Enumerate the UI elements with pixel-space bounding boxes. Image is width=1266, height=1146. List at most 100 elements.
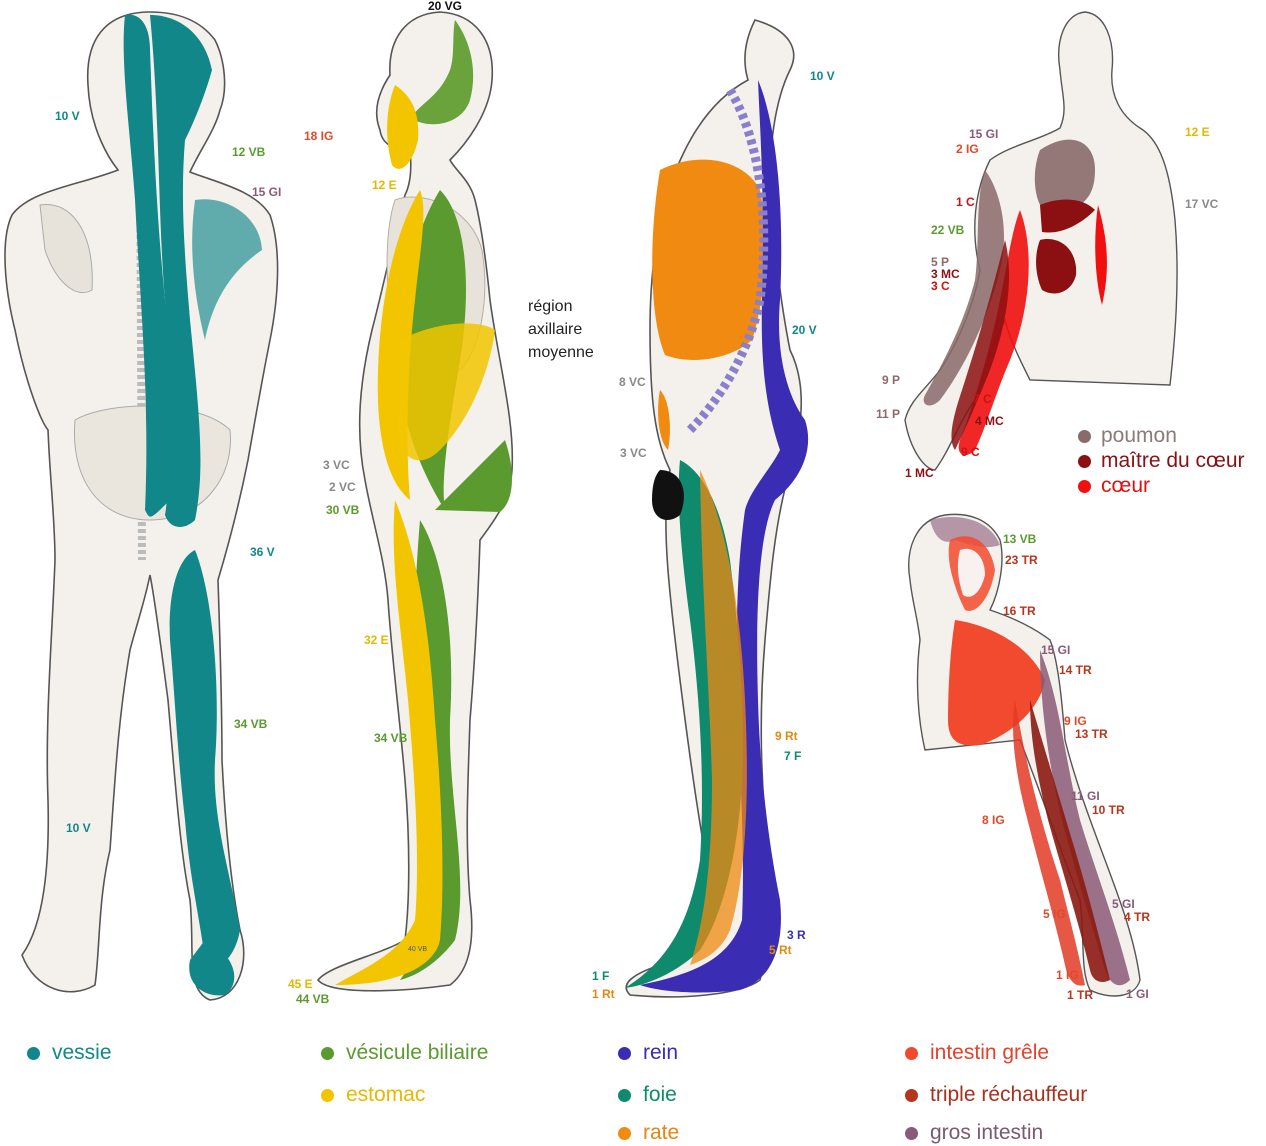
point-label: 1 C bbox=[956, 195, 975, 209]
legend-label: triple réchauffeur bbox=[930, 1083, 1088, 1106]
point-label: 5 Rt bbox=[769, 943, 792, 957]
vb-shoulder-band bbox=[192, 199, 262, 340]
legend-gros-intestin: gros intestin bbox=[905, 1120, 1043, 1146]
point-label: 9 C bbox=[961, 445, 980, 459]
ig-shoulder bbox=[948, 620, 1045, 746]
vessie-meridian-head bbox=[123, 14, 174, 517]
point-label: 5 IG bbox=[1043, 907, 1066, 921]
point-label: 9 IG bbox=[1064, 714, 1087, 728]
region-note: région axillaire moyenne bbox=[528, 295, 594, 364]
point-label: 2 IG bbox=[956, 142, 979, 156]
point-label: 11 P bbox=[876, 407, 901, 421]
estomac-axillary bbox=[398, 323, 495, 461]
foie-swatch bbox=[618, 1088, 631, 1102]
point-label: 13 VB bbox=[1003, 532, 1037, 546]
point-label: 4 MC bbox=[975, 414, 1004, 428]
point-label: 10 TR bbox=[1092, 803, 1125, 817]
small-legend-maitre-du-coeur: maître du cœur bbox=[1078, 449, 1245, 473]
point-label: 1 MC bbox=[905, 466, 934, 480]
point-label: 10 V bbox=[55, 109, 80, 123]
point-label: 12 VB bbox=[232, 145, 266, 159]
point-label: 4 F bbox=[678, 930, 696, 944]
legend-rein: rein bbox=[618, 1040, 678, 1066]
vb-head-loop bbox=[410, 20, 474, 125]
point-label: 34 VB bbox=[234, 717, 268, 731]
rein-meridian bbox=[640, 80, 809, 993]
point-label: 2 VC bbox=[329, 480, 356, 494]
gi-arm bbox=[1040, 650, 1130, 986]
legend-intestin-grele: intestin grêle bbox=[905, 1040, 1049, 1066]
point-label: 23 TR bbox=[1005, 553, 1038, 567]
legend-label: foie bbox=[643, 1083, 677, 1106]
point-label: 17 VC bbox=[1185, 197, 1219, 211]
intestin-grele-swatch bbox=[905, 1046, 918, 1060]
point-label: 18 IG bbox=[304, 129, 334, 143]
point-label: 3 VC bbox=[323, 458, 350, 472]
point-label: 8 IG bbox=[982, 813, 1005, 827]
small-legend-coeur: cœur bbox=[1078, 474, 1150, 498]
point-label: 4 TR bbox=[1124, 910, 1151, 924]
point-label: 9 Rt bbox=[775, 729, 798, 743]
estomac-leg bbox=[335, 500, 443, 985]
legend-rate: rate bbox=[618, 1120, 679, 1146]
vessie-swatch bbox=[27, 1046, 40, 1060]
figure-torso-arm bbox=[904, 11, 1178, 471]
rein-swatch bbox=[618, 1046, 631, 1060]
rate-lower bbox=[658, 390, 670, 450]
point-label: 20 VG bbox=[428, 0, 463, 13]
point-label: 36 V bbox=[250, 545, 275, 559]
point-label: 15 GI bbox=[969, 127, 999, 141]
mc-chest bbox=[1040, 199, 1095, 233]
maitre-du-coeur-swatch bbox=[1078, 454, 1091, 468]
legend-foie: foie bbox=[618, 1082, 677, 1108]
coeur-swatch bbox=[1078, 479, 1091, 493]
point-label: 30 VB bbox=[326, 503, 360, 517]
poumon-shape bbox=[1034, 139, 1095, 215]
legend-label: gros intestin bbox=[930, 1121, 1044, 1144]
rate-swatch bbox=[618, 1126, 631, 1140]
point-label: 45 E bbox=[288, 977, 313, 991]
estomac-swatch bbox=[321, 1088, 334, 1102]
point-label: 1 Rt bbox=[592, 987, 615, 1001]
legend-vesicule-biliaire: vésicule biliaire bbox=[321, 1040, 488, 1066]
point-label: 1 GI bbox=[1126, 987, 1149, 1001]
point-label: 7 C bbox=[973, 392, 992, 406]
rate-torso bbox=[652, 159, 766, 360]
point-label: 34 VB bbox=[374, 731, 408, 745]
point-label: 5 GI bbox=[1112, 897, 1135, 911]
inner-genital bbox=[652, 470, 684, 520]
legend-label: intestin grêle bbox=[930, 1041, 1050, 1064]
ig-arm bbox=[1013, 700, 1085, 986]
point-label: 22 VB bbox=[931, 223, 965, 237]
mc-organ bbox=[1036, 239, 1077, 294]
point-label: 12 E bbox=[1185, 125, 1210, 139]
region-note-line: moyenne bbox=[528, 344, 594, 361]
legend-vessie: vessie bbox=[27, 1040, 112, 1066]
estomac-head bbox=[387, 85, 419, 169]
small-legend-label: cœur bbox=[1101, 474, 1150, 497]
point-label: 1 F bbox=[592, 969, 610, 983]
gi-head bbox=[930, 517, 1000, 548]
point-label: 1 TR bbox=[1067, 988, 1094, 1002]
tr-arm bbox=[1030, 700, 1110, 982]
rein-hatch bbox=[686, 87, 769, 434]
vb-hip-triangle bbox=[435, 440, 512, 512]
region-note-line: axillaire bbox=[528, 321, 583, 338]
legend-label: rate bbox=[643, 1121, 680, 1144]
point-label: 12 E bbox=[372, 178, 397, 192]
point-label: 7 F bbox=[784, 749, 802, 763]
point-label: 9 P bbox=[882, 373, 901, 387]
legend-label: vésicule biliaire bbox=[346, 1041, 489, 1064]
point-label: 15 GI bbox=[1041, 643, 1071, 657]
legend-label: vessie bbox=[52, 1041, 112, 1064]
point-label: 11 GI bbox=[1071, 789, 1100, 803]
point-label: 8 VC bbox=[619, 375, 646, 389]
point-label: 3 R bbox=[787, 928, 806, 942]
small-legend-label: maître du cœur bbox=[1101, 449, 1245, 472]
point-label: 15 GI bbox=[252, 185, 282, 199]
tiny-point-label: 40 VB bbox=[408, 946, 428, 953]
region-note-line: région bbox=[528, 298, 573, 315]
point-label: 3 C bbox=[931, 279, 950, 293]
